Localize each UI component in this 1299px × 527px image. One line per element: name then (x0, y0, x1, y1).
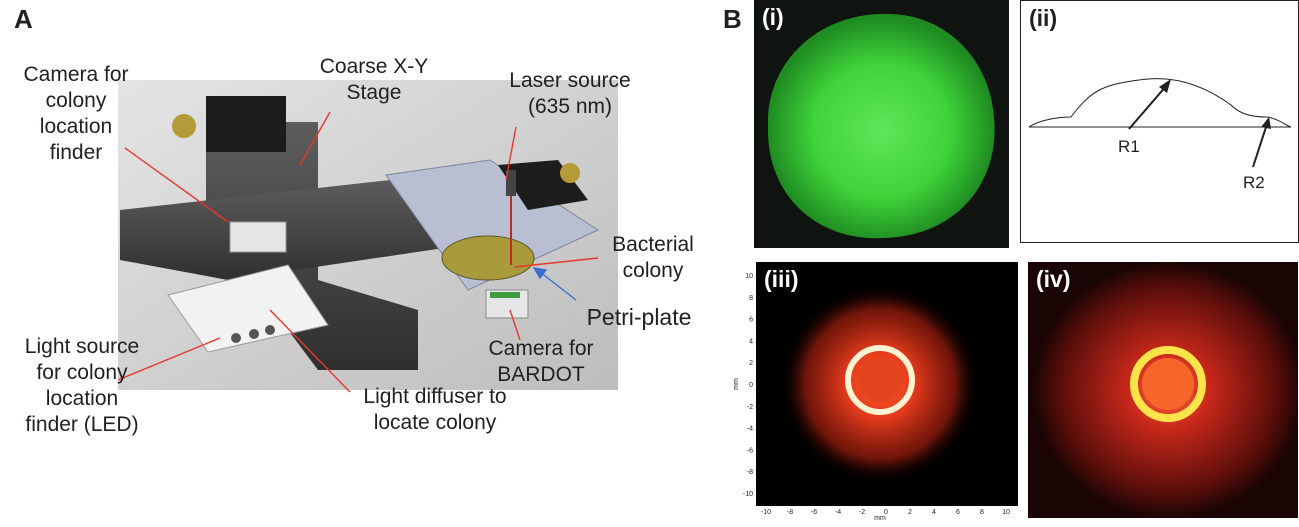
label-r2: R2 (1243, 173, 1265, 192)
tile-label-iv: (iv) (1036, 266, 1071, 292)
tile-scatter-photo: (iv) (1028, 262, 1298, 518)
annotation-arrows (117, 111, 599, 393)
plot-ytick: -4 (747, 426, 753, 433)
plot-xtick: 10 (1002, 509, 1010, 516)
tile-label-iii: (iii) (764, 266, 799, 292)
label-laser-source: Laser source(635 nm) (509, 69, 631, 118)
light-diffuser (167, 264, 329, 353)
sample-plate (385, 159, 600, 291)
plot-ylabel: mm (733, 378, 740, 390)
tile-colony-image: (i) (754, 0, 1009, 248)
label-r1: R1 (1118, 137, 1140, 156)
plot-ytick: 10 (745, 273, 753, 280)
plot-xtick: 6 (956, 509, 960, 516)
tile-label-ii: (ii) (1029, 5, 1058, 31)
plot-ytick: -2 (747, 404, 753, 411)
plot-xtick: -10 (761, 509, 771, 516)
plot-xlabel: mm (874, 515, 886, 522)
plot-xticks: -10 -8 -6 -4 -2 0 2 4 6 8 10 (761, 509, 1010, 516)
plot-ytick: -10 (743, 491, 753, 498)
plot-ytick: 6 (749, 317, 753, 324)
plot-xtick: -4 (835, 509, 841, 516)
plot-ytick: -6 (747, 447, 753, 454)
plot-xtick: -2 (859, 509, 865, 516)
plot-ytick: 0 (749, 382, 753, 389)
plot-xtick: 4 (932, 509, 936, 516)
plot-ytick: 8 (749, 295, 753, 302)
plot-xtick: 2 (908, 509, 912, 516)
plot-xtick: -6 (811, 509, 817, 516)
tile-profile-sketch: (ii) R1 R2 (1020, 0, 1299, 243)
colony-profile (1028, 78, 1292, 168)
tile-scatter-plot: mm mm 10 8 6 4 2 0 -2 -4 -6 -8 -10 -10 -8 -6 -4 -2 0 2 4 6… (730, 258, 1020, 522)
panel-b-letter: B (723, 4, 742, 34)
stage-top-block (206, 96, 286, 152)
scatter-photo (1028, 262, 1298, 518)
instrument-rendering (118, 80, 618, 390)
plot-yticks: 10 8 6 4 2 0 -2 -4 -6 -8 -10 (743, 273, 753, 498)
plot-xtick: 0 (884, 509, 888, 516)
plot-ytick: 4 (749, 338, 753, 345)
plot-ytick: 2 (749, 360, 753, 367)
colony-image (767, 13, 995, 239)
panel-a-letter: A (14, 4, 33, 34)
plot-xtick: -8 (787, 509, 793, 516)
motor-knob (172, 114, 196, 138)
label-petri-plate: Petri-plate (586, 304, 692, 330)
plot-xtick: 8 (980, 509, 984, 516)
scatter-plot: mm mm 10 8 6 4 2 0 -2 -4 -6 -8 -10 -10 -8 -6 -4 -2 0 2 4 6… (733, 262, 1018, 522)
stage-rail-horizontal (120, 180, 498, 280)
camera-finder-box (229, 221, 287, 253)
plot-ytick: -8 (747, 469, 753, 476)
laser-source (506, 170, 516, 196)
tile-label-i: (i) (762, 4, 784, 30)
